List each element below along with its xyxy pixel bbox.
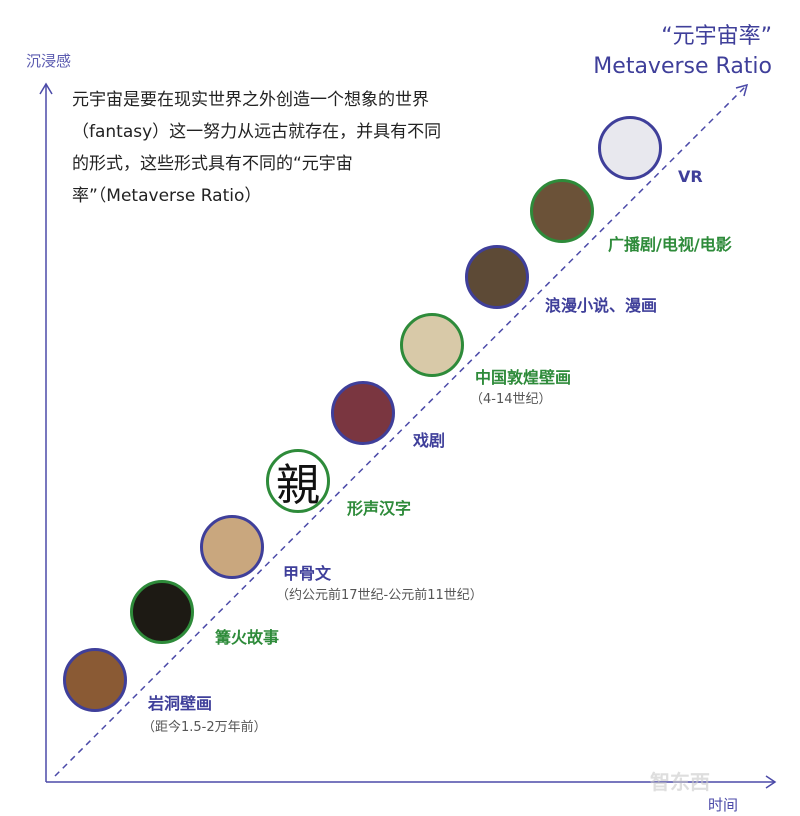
cave-painting-image [63, 648, 127, 712]
y-axis-label: 沉浸感 [26, 52, 72, 70]
stage-label: 形声汉字 [347, 499, 412, 518]
watermark: 智东西 [650, 770, 710, 794]
glyph-text: 親 [276, 460, 320, 511]
stage-label: VR [678, 167, 703, 186]
books-image [465, 245, 529, 309]
dunhuang-mural-image [400, 313, 464, 377]
ratio-title-cn: “元宇宙率” [661, 24, 772, 49]
ratio-title: “元宇宙率” Metaverse Ratio [593, 22, 772, 82]
campfire-image [130, 580, 194, 644]
stage-label: 岩洞壁画 [148, 694, 213, 713]
ratio-title-en: Metaverse Ratio [593, 54, 772, 79]
radio-image [530, 179, 594, 243]
stage-date: （约公元前17世纪-公元前11世纪） [276, 588, 483, 603]
stage-date: （距今1.5-2万年前） [142, 720, 267, 735]
chinese-character-image: 親 [266, 449, 330, 513]
stage-date: （4-14世纪） [470, 392, 552, 407]
stage-label: 广播剧/电视/电影 [608, 235, 732, 254]
ratio-trend-line [54, 85, 747, 777]
stage-label: 甲骨文 [283, 564, 332, 583]
y-axis-arrow [39, 82, 53, 95]
intro-text: 元宇宙是要在现实世界之外创造一个想象的世界（fantasy）这一努力从远古就存在… [72, 90, 442, 206]
vr-headset-image [598, 116, 662, 180]
oracle-bone-image [200, 515, 264, 579]
trend-arrow [735, 83, 749, 97]
opera-image [331, 381, 395, 445]
stage-label: 中国敦煌壁画 [475, 368, 572, 387]
stage-label: 戏剧 [413, 431, 446, 450]
x-axis-label: 时间 [708, 796, 739, 814]
stage-label: 篝火故事 [215, 628, 280, 647]
stage-label: 浪漫小说、漫画 [545, 296, 658, 315]
x-axis-arrow [765, 775, 777, 789]
